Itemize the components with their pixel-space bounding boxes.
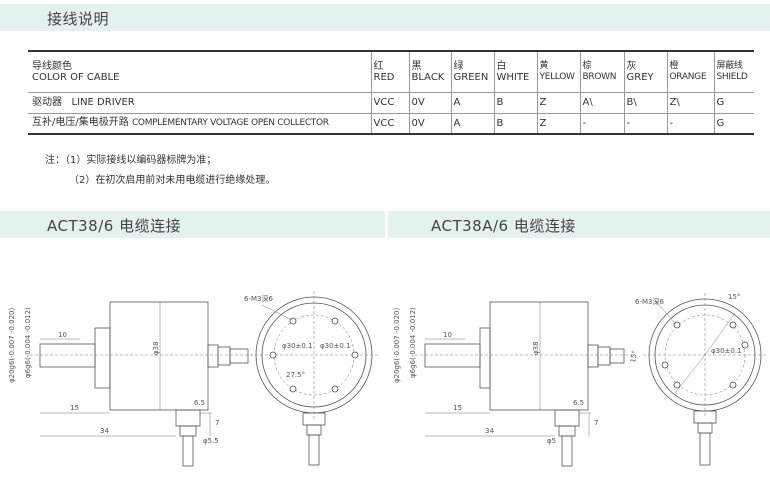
row-desc-cn: 互补/电压/集电极开路 <box>32 117 129 129</box>
table-cell: A <box>450 112 495 135</box>
color-en: YELLOW <box>539 71 575 82</box>
color-en: SHIELD <box>716 71 748 82</box>
dim-10: 10 <box>443 331 452 339</box>
table-cell: Z <box>536 112 581 135</box>
dim-6-5: 6.5 <box>194 399 205 407</box>
table-cell: G <box>713 91 754 114</box>
table-cell: G <box>713 112 754 135</box>
table-cell: Z <box>536 91 581 114</box>
header-desc-cn: 导线颜色 <box>32 60 72 72</box>
table-cell: - <box>666 112 715 135</box>
table-cell: 0V <box>408 91 452 114</box>
act38-side-view: 10 15 34 6.5 7 φ5.5 φ38 φ20g6(-0.007 -0.… <box>8 301 255 467</box>
table-cell: B\ <box>623 91 668 114</box>
dim-7: 7 <box>594 419 598 427</box>
color-en: BROWN <box>582 71 617 82</box>
color-en: RED <box>373 71 395 83</box>
dim-angle-15a: 15° <box>728 293 740 301</box>
table-cell: VCC <box>370 91 410 114</box>
table-cell: B <box>493 112 538 135</box>
color-en: WHITE <box>496 71 530 83</box>
act38-front-view: 6-M3深6 φ30±0.1 φ30±0.1 27.5° <box>244 291 378 466</box>
table-cell: Z\ <box>666 91 715 114</box>
row-desc-cell: 驱动器 LINE DRIVER <box>28 91 372 114</box>
row-desc-cn: 驱动器 <box>32 97 62 108</box>
dim-pcd-a: φ30±0.1 <box>282 342 313 350</box>
dim-7: 7 <box>215 419 219 427</box>
dim-dia-5-5: φ5.5 <box>203 437 219 445</box>
color-cn: 绿 <box>453 60 464 72</box>
color-cn: 白 <box>496 60 507 72</box>
dim-15: 15 <box>70 404 79 412</box>
row-desc-en: LINE DRIVER <box>71 97 135 108</box>
header-desc-cell: 导线颜色 COLOR OF CABLE <box>28 50 372 93</box>
dim-holes: 6-M3深6 <box>244 294 273 303</box>
dim-pcd: φ30±0.1 <box>711 347 742 355</box>
wiring-section-banner: 接线说明 <box>0 4 770 31</box>
dim-15: 15 <box>453 404 462 412</box>
color-en: ORANGE <box>669 71 707 82</box>
dim-10: 10 <box>58 331 67 339</box>
act38a-section-title: ACT38A/6 电缆连接 <box>431 217 576 235</box>
dim-6-5: 6.5 <box>573 399 584 407</box>
dim-shaft-dia: φ20g6(-0.007 -0.020) <box>8 307 16 383</box>
act38a-side-view: 10 15 34 6.5 7 φ5 φ38 φ20g6(-0.007 -0.02… <box>393 301 635 467</box>
color-cn: 灰 <box>626 60 637 72</box>
header-desc-en: COLOR OF CABLE <box>32 71 120 83</box>
dim-34: 34 <box>485 427 494 435</box>
color-en: GREY <box>626 71 654 83</box>
table-row-line-driver: 驱动器 LINE DRIVER VCC 0V A B Z A\ B\ Z\ G <box>28 91 754 114</box>
dim-body-dia: φ38 <box>152 341 160 355</box>
table-cell: - <box>579 112 625 135</box>
color-cn: 棕 <box>582 60 592 71</box>
act38-section-banner: ACT38/6 电缆连接 <box>0 211 385 238</box>
color-en: GREEN <box>453 71 489 83</box>
table-row-complementary: 互补/电压/集电极开路 COMPLEMENTARY VOLTAGE OPEN C… <box>28 112 754 135</box>
table-cell: A <box>450 91 495 114</box>
color-cn: 黑 <box>411 60 422 72</box>
table-cell: A\ <box>579 91 625 114</box>
table-cell: - <box>623 112 668 135</box>
act38a-drawing: 10 15 34 6.5 7 φ5 φ38 φ20g6(-0.007 -0.02… <box>393 293 767 467</box>
dim-pcd-b: φ30±0.1 <box>320 342 351 350</box>
color-cn: 黄 <box>539 60 549 71</box>
dim-holes: 6-M3深6 <box>635 297 664 306</box>
dim-shaft-dia-2: φ6g6(-0.004 -0.012) <box>409 307 417 378</box>
note-line-1: 注：（1）实际接线以编码器标牌为准； <box>45 155 217 166</box>
act38a-front-view: 6-M3深6 15° 15° φ30±0.1 <box>629 293 767 466</box>
note-line-2: （2）在初次启用前对未用电缆进行绝缘处理。 <box>69 175 276 186</box>
color-cn: 橙 <box>669 60 679 71</box>
table-cell: B <box>493 91 538 114</box>
color-cn: 屏蔽线 <box>716 60 743 71</box>
color-en: BLACK <box>411 71 445 83</box>
dim-34: 34 <box>100 427 109 435</box>
dim-shaft-dia: φ20g6(-0.007 -0.020) <box>393 307 401 383</box>
dim-angle: 27.5° <box>286 371 305 379</box>
act38a-section-banner: ACT38A/6 电缆连接 <box>388 211 770 238</box>
dim-body-dia: φ38 <box>532 341 540 355</box>
dim-dia-5: φ5 <box>547 437 556 445</box>
table-cell: VCC <box>370 112 410 135</box>
row-desc-en: COMPLEMENTARY VOLTAGE OPEN COLLECTOR <box>131 118 329 129</box>
dim-shaft-dia-2: φ6g6(-0.004 -0.012) <box>24 307 32 378</box>
act38-drawing: 10 15 34 6.5 7 φ5.5 φ38 φ20g6(-0.007 -0.… <box>8 291 378 467</box>
act38-section-title: ACT38/6 电缆连接 <box>47 217 182 235</box>
row-desc-cell: 互补/电压/集电极开路 COMPLEMENTARY VOLTAGE OPEN C… <box>28 112 372 135</box>
dim-angle-15b: 15° <box>629 350 639 364</box>
table-cell: 0V <box>408 112 452 135</box>
color-cn: 红 <box>373 60 384 72</box>
wiring-section-title: 接线说明 <box>47 10 110 28</box>
